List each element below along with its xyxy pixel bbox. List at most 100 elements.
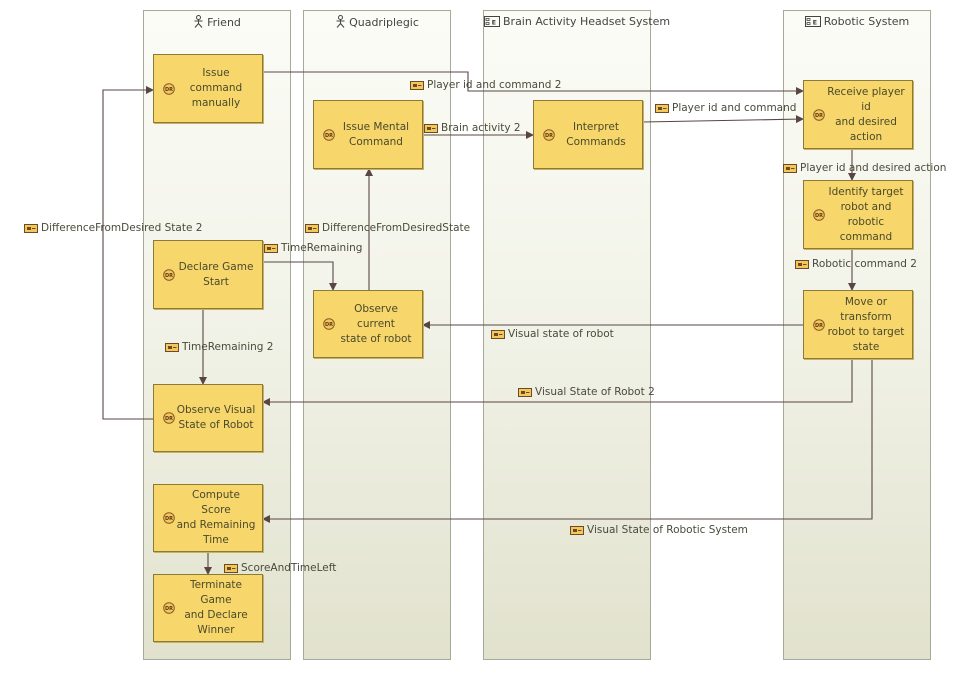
exchange-label-text: Player id and desired action <box>800 162 947 174</box>
functional-exchange-icon <box>24 223 38 233</box>
exchange-label-text: Visual state of robot <box>508 328 614 340</box>
functional-exchange-icon <box>655 103 669 113</box>
functional-exchange-icon <box>410 80 424 90</box>
lane-header-quadriplegic: Quadriplegic <box>304 15 450 29</box>
svg-text:DR: DR <box>545 133 553 139</box>
exchange-label-text: Visual State of Robot 2 <box>535 386 655 398</box>
functional-activity-icon: DR <box>163 82 175 95</box>
functional-exchange-icon <box>795 259 809 269</box>
edge-time-remaining[interactable] <box>263 261 337 291</box>
exchange-label-text: Player id and command <box>672 102 797 114</box>
svg-text:DR: DR <box>165 416 173 422</box>
edge-difference-from-desired-state-2[interactable] <box>102 86 154 420</box>
functional-activity-icon: DR <box>163 412 175 424</box>
exchange-label-time-remaining[interactable]: TimeRemaining <box>264 242 362 254</box>
actor-icon <box>336 15 345 28</box>
exchange-label-text: Visual State of Robotic System <box>587 524 748 536</box>
edge-visual-state-of-robot-2[interactable] <box>262 359 853 406</box>
functional-activity-icon: DR <box>163 512 175 524</box>
svg-text:DR: DR <box>165 273 173 279</box>
functional-exchange-icon <box>570 525 584 535</box>
svg-text:DR: DR <box>815 113 823 119</box>
actor-icon <box>194 15 203 28</box>
functional-exchange-icon <box>424 123 438 133</box>
functional-activity-icon: DR <box>543 128 555 141</box>
functional-activity-icon: DR <box>813 108 825 121</box>
functional-exchange-icon <box>518 387 532 397</box>
svg-text:DR: DR <box>325 133 333 139</box>
system-component-icon: E <box>804 16 821 27</box>
system-component-icon: E <box>484 16 500 27</box>
svg-text:E: E <box>812 18 816 26</box>
lane-title: Brain Activity Headset System <box>503 15 671 28</box>
lane-title: Friend <box>207 16 241 29</box>
exchange-label-player-id-and-command[interactable]: Player id and command <box>655 102 796 114</box>
exchange-label-text: DifferenceFromDesiredState <box>322 222 471 234</box>
exchange-label-robotic-command-2[interactable]: Robotic command 2 <box>795 258 917 270</box>
lane-header-robotic-system: E Robotic System <box>784 15 930 28</box>
exchange-label-player-id-and-desired-action[interactable]: Player id and desired action <box>783 162 946 174</box>
svg-text:E: E <box>492 18 496 26</box>
exchange-label-text: DifferenceFromDesired State 2 <box>41 222 203 234</box>
functional-exchange-icon <box>264 243 278 253</box>
exchange-label-text: Player id and command 2 <box>427 79 562 91</box>
functional-activity-icon: DR <box>163 268 175 281</box>
function-declare-game-start[interactable]: DR Declare Game Start <box>153 240 263 309</box>
exchange-label-difference-from-desired-state-2[interactable]: DifferenceFromDesired State 2 <box>24 222 202 234</box>
functional-activity-icon: DR <box>163 602 175 614</box>
exchange-label-text: TimeRemaining <box>281 242 363 254</box>
exchange-label-time-remaining-2[interactable]: TimeRemaining 2 <box>165 341 273 353</box>
svg-text:DR: DR <box>165 87 173 93</box>
svg-text:DR: DR <box>815 213 823 219</box>
exchange-label-text: Robotic command 2 <box>812 258 917 270</box>
function-label: Declare Game Start <box>178 260 254 288</box>
edge-visual-state-of-robotic-system[interactable] <box>262 359 873 523</box>
functional-activity-icon: DR <box>813 208 825 221</box>
exchange-label-visual-state-of-robot-2[interactable]: Visual State of Robot 2 <box>518 386 655 398</box>
exchange-label-brain-activity-2[interactable]: Brain activity 2 <box>424 122 521 134</box>
edge-player-id-and-command[interactable] <box>642 115 804 124</box>
svg-text:DR: DR <box>815 323 823 329</box>
exchange-label-visual-state-of-robotic-system[interactable]: Visual State of Robotic System <box>570 524 748 536</box>
exchange-label-score-and-time-left[interactable]: ScoreAndTimeLeft <box>224 562 336 574</box>
functional-activity-icon: DR <box>323 128 335 141</box>
exchange-label-text: ScoreAndTimeLeft <box>241 562 337 574</box>
functional-exchange-icon <box>783 163 797 173</box>
lane-title: Quadriplegic <box>349 16 419 29</box>
lane-header-friend: Friend <box>144 15 290 29</box>
exchange-label-visual-state-of-robot[interactable]: Visual state of robot <box>491 328 614 340</box>
edge-player-id-and-command-2[interactable] <box>263 71 804 95</box>
exchange-label-text: Brain activity 2 <box>441 122 521 134</box>
functional-exchange-icon <box>165 342 179 352</box>
exchange-label-difference-from-desired-state[interactable]: DifferenceFromDesiredState <box>305 222 470 234</box>
svg-text:DR: DR <box>165 606 173 612</box>
functional-exchange-icon <box>305 223 319 233</box>
functional-exchange-icon <box>224 563 238 573</box>
exchange-label-player-id-and-command-2[interactable]: Player id and command 2 <box>410 79 561 91</box>
functional-activity-icon: DR <box>323 318 335 330</box>
exchange-label-text: TimeRemaining 2 <box>182 341 274 353</box>
lane-title: Robotic System <box>823 15 910 28</box>
functional-activity-icon: DR <box>813 318 825 331</box>
svg-text:DR: DR <box>165 516 173 522</box>
